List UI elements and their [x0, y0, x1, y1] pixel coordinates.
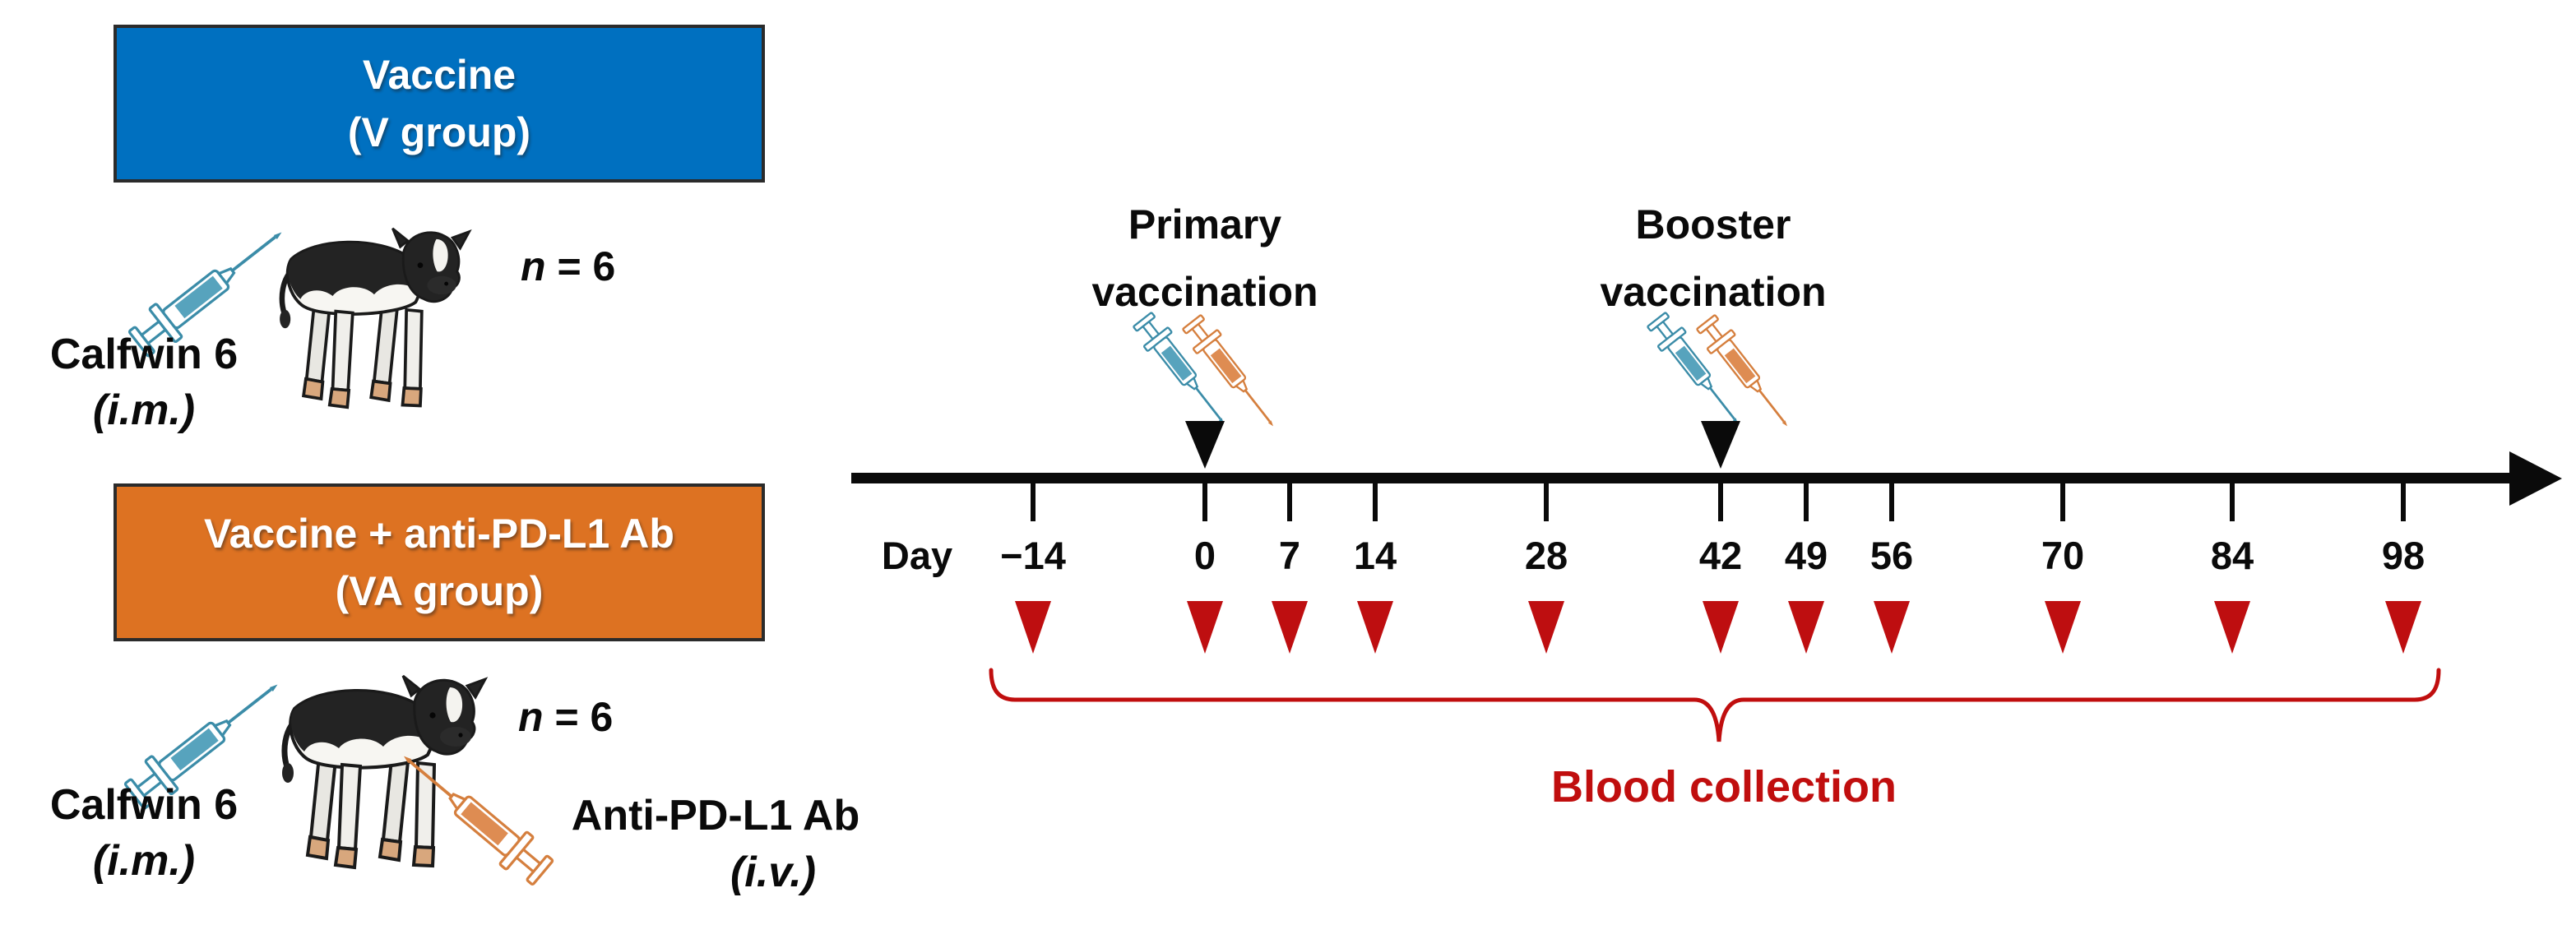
blood-collection-brace-icon: [989, 668, 2441, 742]
tick-label: 14: [1353, 534, 1397, 577]
timeline-axis-label: Day: [881, 534, 953, 577]
blood-collection-marker: [1528, 601, 1564, 654]
blood-collection-marker: [1788, 601, 1824, 654]
primary-vaccination-marker: [1185, 421, 1225, 469]
tick-label: 49: [1784, 534, 1828, 577]
n-value: = 6: [545, 243, 616, 289]
blood-collection-marker: [2385, 601, 2421, 654]
va-group-route2-label: (i.v.): [730, 849, 817, 896]
blood-collection-label: Blood collection: [1550, 762, 1897, 812]
tick-day-70: [2060, 483, 2065, 521]
va-group-sample-size: n = 6: [518, 693, 613, 741]
timeline-axis: [851, 473, 2513, 483]
v-group-drug-label: Calfwin 6: [49, 331, 239, 378]
tick-day-98: [2401, 483, 2406, 521]
tick-day-84: [2230, 483, 2235, 521]
blood-collection-marker: [2045, 601, 2081, 654]
tick-day-56: [1889, 483, 1894, 521]
va-group-title-line2: (VA group): [335, 568, 544, 614]
tick-label: 98: [2381, 534, 2425, 577]
n-symbol: n: [521, 243, 546, 289]
timeline-arrowhead-icon: [2509, 451, 2562, 506]
v-group-title-line2: (V group): [347, 109, 531, 155]
tick-label: 28: [1524, 534, 1568, 577]
tick-day--14: [1031, 483, 1035, 521]
tick-label: 0: [1193, 534, 1216, 577]
booster-vaccination-marker: [1701, 421, 1740, 469]
tick-day-0: [1202, 483, 1207, 521]
primary-vaccination-label: Primary vaccination: [958, 191, 1452, 326]
blood-collection-marker: [1874, 601, 1910, 654]
tick-day-14: [1373, 483, 1378, 521]
tick-day-49: [1804, 483, 1809, 521]
blood-collection-marker: [2214, 601, 2250, 654]
tick-day-28: [1544, 483, 1549, 521]
booster-vaccination-label: Booster vaccination: [1466, 191, 1960, 326]
v-group-route-label: (i.m.): [92, 386, 196, 434]
tick-day-42: [1718, 483, 1723, 521]
primary-label-line2: vaccination: [1091, 269, 1318, 315]
calf-icon: [247, 650, 493, 872]
tick-label: 70: [2041, 534, 2085, 577]
tick-label: 7: [1278, 534, 1301, 577]
v-group-box: Vaccine (V group): [114, 25, 765, 183]
blood-collection-marker: [1187, 601, 1223, 654]
n-symbol: n: [518, 694, 544, 740]
v-group-title-line1: Vaccine: [362, 52, 517, 98]
tick-label: −14: [1000, 534, 1066, 577]
va-group-title-line1: Vaccine + anti-PD-L1 Ab: [204, 511, 674, 557]
tick-label: 42: [1698, 534, 1743, 577]
va-group-drug2-label: Anti-PD-L1 Ab: [571, 792, 860, 839]
blood-collection-marker: [1703, 601, 1739, 654]
blood-collection-marker: [1272, 601, 1308, 654]
tick-day-7: [1287, 483, 1292, 521]
booster-label-line1: Booster: [1635, 201, 1791, 247]
va-group-route1-label: (i.m.): [92, 837, 196, 885]
blood-collection-marker: [1015, 601, 1051, 654]
n-value: = 6: [543, 694, 614, 740]
tick-label: 56: [1869, 534, 1914, 577]
v-group-sample-size: n = 6: [521, 243, 615, 290]
va-group-box: Vaccine + anti-PD-L1 Ab (VA group): [114, 483, 765, 641]
tick-label: 84: [2210, 534, 2254, 577]
va-group-drug1-label: Calfwin 6: [49, 781, 239, 829]
booster-label-line2: vaccination: [1600, 269, 1827, 315]
primary-label-line1: Primary: [1128, 201, 1282, 247]
blood-collection-marker: [1357, 601, 1393, 654]
